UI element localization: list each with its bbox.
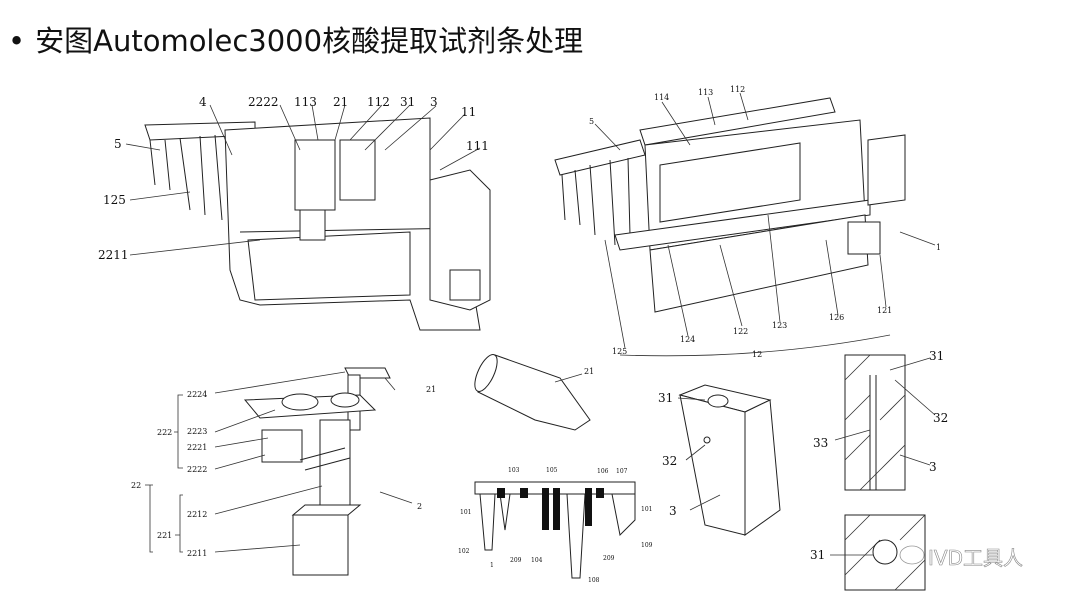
label: 209: [510, 557, 522, 564]
label: 31: [929, 349, 944, 363]
label: 2223: [187, 427, 207, 436]
label: 2: [417, 502, 422, 511]
label: 3: [929, 460, 937, 474]
label: 125: [612, 347, 627, 356]
label: 114: [654, 93, 669, 102]
label: 31: [658, 391, 673, 405]
label: 22: [131, 481, 141, 490]
figure-assembly-left: [125, 104, 491, 331]
label: 222: [157, 428, 172, 437]
label: 108: [588, 577, 600, 584]
label: 107: [616, 468, 628, 475]
label: 106: [597, 468, 609, 475]
label: 109: [641, 542, 653, 549]
label: 2221: [187, 443, 207, 452]
label: 31: [400, 95, 415, 109]
label: 2224: [187, 390, 207, 399]
label: 33: [813, 436, 828, 450]
figure-detail: [830, 514, 926, 591]
label: 209: [603, 555, 615, 562]
label: 11: [461, 105, 476, 119]
label: 126: [829, 313, 844, 322]
label: 2222: [248, 95, 279, 109]
slide-title: • 安图Automolec3000核酸提取试剂条处理: [8, 18, 583, 60]
label: 101: [641, 506, 652, 513]
label: 4: [199, 95, 207, 109]
label: 113: [294, 95, 317, 109]
label: 124: [680, 335, 695, 344]
label: 105: [546, 467, 558, 474]
wechat-icon: [899, 545, 925, 565]
label: 5: [114, 137, 122, 151]
label: 3: [430, 95, 438, 109]
label: 32: [933, 411, 948, 425]
label: 3: [669, 504, 677, 518]
watermark-text: IVD工具人: [928, 546, 1023, 570]
figure-reagent-strip: [474, 481, 636, 579]
label: 2211: [187, 549, 207, 558]
label: 103: [508, 467, 520, 474]
bullet-icon: •: [8, 24, 26, 58]
label: 101: [460, 509, 471, 516]
label: 112: [367, 95, 390, 109]
label: 2211: [98, 248, 129, 262]
figure-assembly-right: [554, 92, 936, 357]
figure-tip: [474, 354, 591, 431]
label: 1: [490, 562, 494, 569]
label: 121: [877, 306, 892, 315]
figure-block: [677, 384, 781, 536]
label: 111: [466, 139, 489, 153]
label: 5: [589, 117, 594, 126]
label: 113: [698, 88, 713, 97]
label: 2212: [187, 510, 207, 519]
label: 102: [458, 548, 470, 555]
label: 221: [157, 531, 172, 540]
figure-drive-mechanism: [145, 367, 413, 576]
label: 2222: [187, 465, 207, 474]
label: 125: [103, 193, 126, 207]
label: 12: [752, 350, 762, 359]
label: 31: [810, 548, 825, 562]
slide-title-text: 安图Automolec3000核酸提取试剂条处理: [35, 24, 584, 58]
watermark: IVD工具人: [899, 545, 1023, 570]
label: 122: [733, 327, 748, 336]
label: 21: [584, 367, 594, 376]
label: 21: [426, 385, 436, 394]
label: 21: [333, 95, 348, 109]
label: 112: [730, 85, 745, 94]
label: 32: [662, 454, 677, 468]
figure-section: [834, 354, 936, 491]
label: 104: [531, 557, 543, 564]
label: 1: [936, 243, 941, 252]
label: 123: [772, 321, 787, 330]
